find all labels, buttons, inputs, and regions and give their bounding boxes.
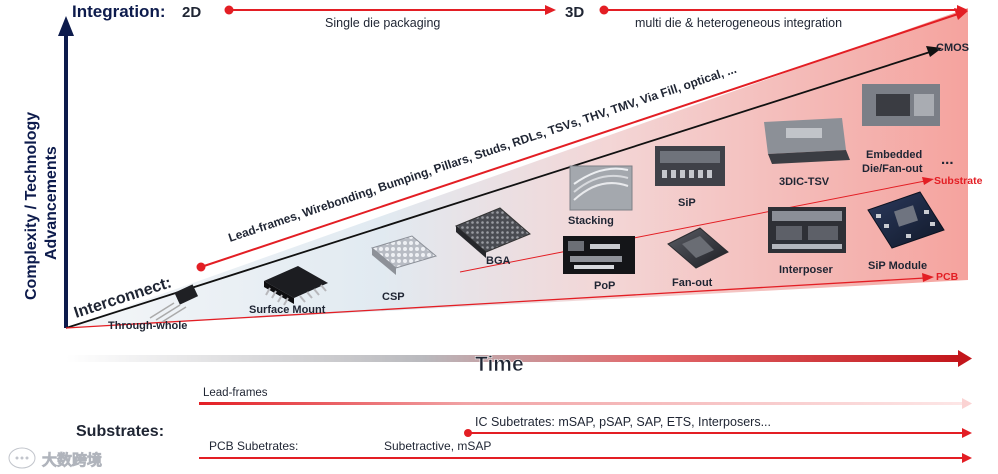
embedded-die-label-line2: Die/Fan-out bbox=[862, 163, 923, 175]
y-axis-label-line2: Advancements bbox=[43, 146, 60, 260]
through-hole-package-image bbox=[149, 284, 199, 323]
more-packages-ellipsis: ... bbox=[941, 151, 954, 168]
lead-frames-arrowhead bbox=[962, 398, 972, 409]
sip-label: SiP bbox=[678, 197, 696, 209]
pcb-label: PCB bbox=[936, 271, 959, 283]
pcb-line bbox=[65, 277, 926, 329]
integration-2d-label: 2D bbox=[182, 4, 201, 21]
integration-3d-label: 3D bbox=[565, 4, 584, 21]
interconnect-arrowhead bbox=[954, 8, 968, 20]
multi-die-label: multi die & heterogeneous integration bbox=[635, 16, 842, 30]
sip-module-label: SiP Module bbox=[868, 260, 927, 272]
bga-label: BGA bbox=[486, 255, 511, 267]
interconnect-line bbox=[200, 13, 959, 268]
ic-substrates-label: IC Subetrates: mSAP, pSAP, SAP, ETS, Int… bbox=[475, 415, 771, 429]
tsv-3dic-package-image bbox=[764, 118, 850, 164]
pop-label: PoP bbox=[594, 280, 615, 292]
substrate-label: Substrate bbox=[934, 175, 983, 187]
substrate-line bbox=[459, 180, 926, 273]
pop-package-image bbox=[563, 236, 635, 274]
single-die-label: Single die packaging bbox=[325, 16, 440, 30]
y-axis-arrowhead bbox=[58, 16, 74, 36]
ic-substrates-arrowhead bbox=[962, 428, 972, 438]
substrates-label: Substrates: bbox=[76, 423, 164, 440]
subtractive-label: Subetractive, mSAP bbox=[384, 439, 491, 453]
time-arrow-bar bbox=[66, 355, 962, 362]
pcb-substrates-arrowhead bbox=[962, 453, 972, 463]
integration-label: Integration: bbox=[72, 2, 166, 21]
chat-bubble-icon bbox=[8, 447, 36, 469]
technology-wedge bbox=[66, 8, 968, 328]
through-hole-label: Through-whole bbox=[108, 320, 187, 332]
fan-out-label: Fan-out bbox=[672, 277, 713, 289]
csp-package-image bbox=[370, 235, 438, 275]
time-label: Time bbox=[475, 353, 524, 376]
cmos-label: CMOS bbox=[936, 42, 969, 54]
lead-frames-arrow-bar bbox=[199, 402, 963, 405]
interconnect-dot bbox=[196, 262, 206, 272]
pcb-arrowhead bbox=[922, 273, 934, 282]
interposer-package-image bbox=[768, 207, 846, 253]
embedded-die-label-line1: Embedded bbox=[866, 149, 922, 161]
tsv-3dic-label: 3DIC-TSV bbox=[779, 176, 830, 188]
y-axis-label-line1: Complexity / Technology bbox=[23, 112, 40, 300]
time-arrowhead bbox=[958, 350, 972, 367]
surface-mount-package-image bbox=[264, 266, 328, 306]
cmos-arrowhead bbox=[926, 46, 942, 57]
watermark-text: 大数跨境 bbox=[42, 451, 102, 469]
single-die-arrowhead bbox=[545, 5, 556, 15]
bga-package-image bbox=[455, 207, 531, 258]
lead-frames-label: Lead-frames bbox=[203, 387, 268, 399]
sip-module-package-image bbox=[867, 191, 945, 249]
surface-mount-label: Surface Mount bbox=[249, 304, 326, 316]
sip-package-image bbox=[655, 146, 725, 186]
csp-label: CSP bbox=[382, 291, 405, 303]
pcb-substrates-label: PCB Subetrates: bbox=[209, 439, 298, 453]
fan-out-package-image bbox=[667, 227, 729, 269]
stacking-label: Stacking bbox=[568, 215, 614, 227]
embedded-die-package-image bbox=[862, 84, 940, 126]
substrate-arrowhead bbox=[922, 177, 934, 185]
cmos-line bbox=[65, 51, 931, 329]
stacking-package-image bbox=[569, 165, 633, 211]
interposer-label: Interposer bbox=[779, 264, 834, 276]
